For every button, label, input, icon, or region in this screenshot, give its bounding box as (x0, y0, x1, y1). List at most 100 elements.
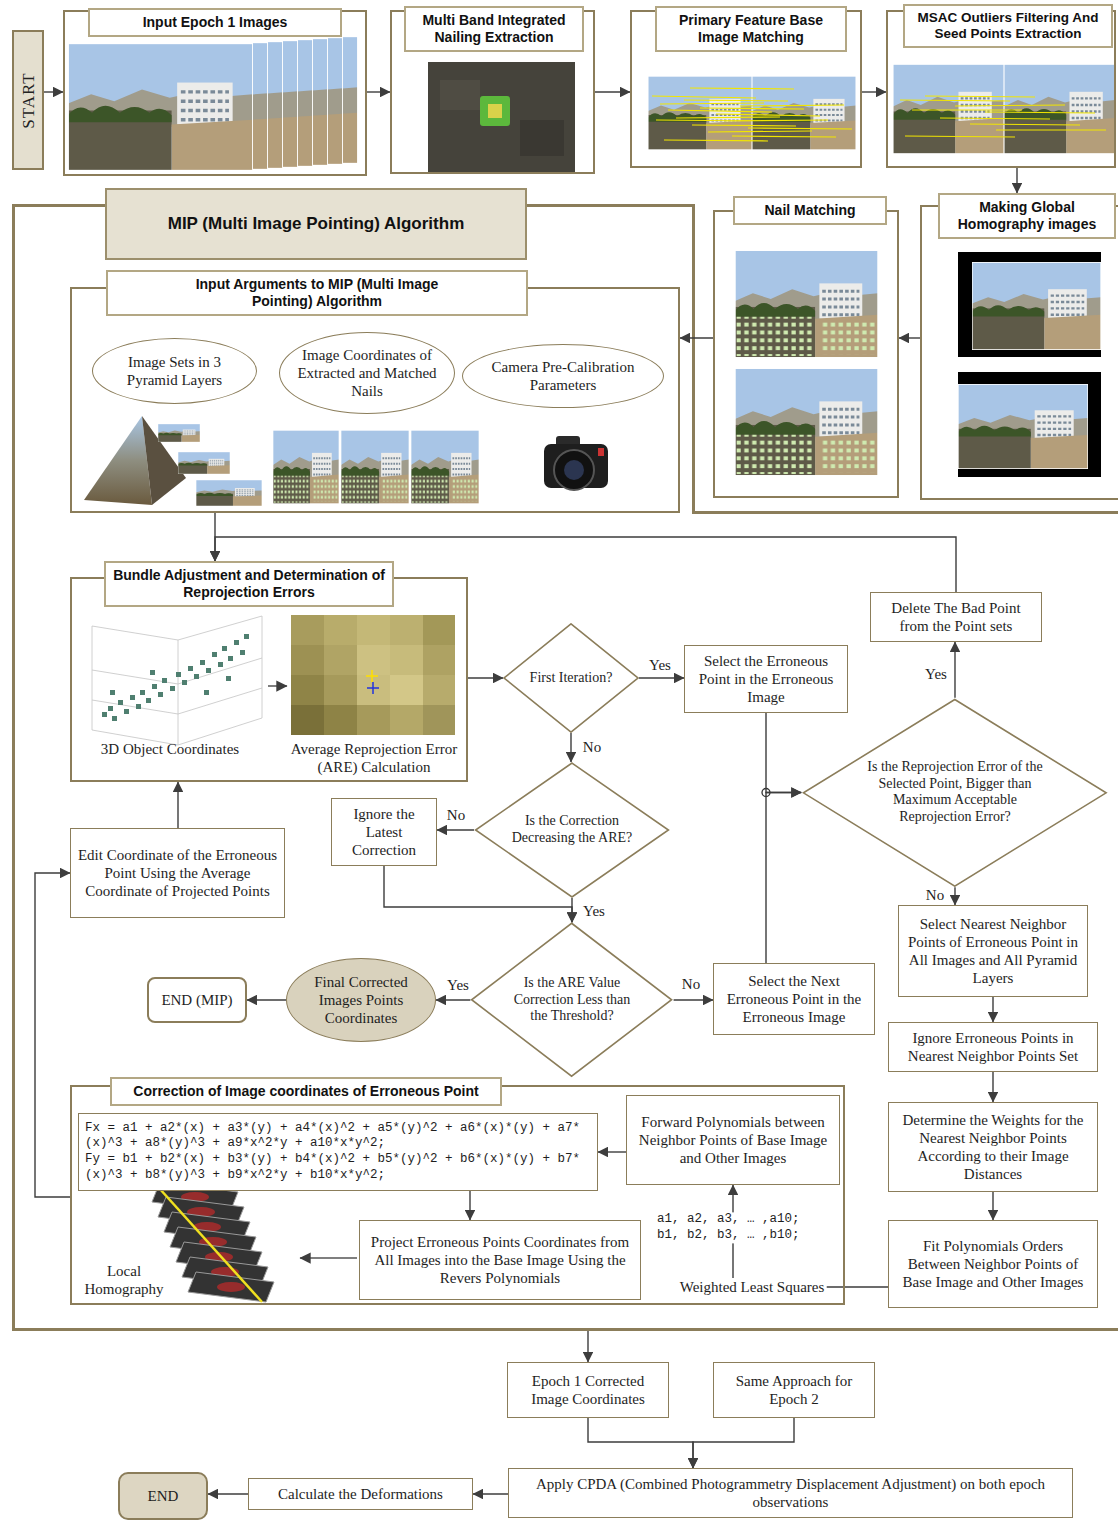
input-ellipse: Image Sets in 3 Pyramid Layers (92, 338, 257, 404)
homography-image (958, 372, 1101, 477)
diamond-outline (476, 763, 669, 897)
node-text: Select the Next Erroneous Point in the E… (720, 972, 868, 1026)
flow-connector (35, 873, 70, 1197)
diamond-body: Is the ARE Value Correction Less than th… (508, 975, 636, 1025)
reprojection-patch (423, 615, 455, 645)
input-panel: Image Sets in 3 Pyramid Layers Image Coor… (70, 287, 680, 513)
node-text: Epoch 1 Corrected Image Coordinates (514, 1372, 662, 1408)
msac-filtered-image (893, 64, 1004, 154)
image-panel: Multi Band Integrated Nailing Extraction (390, 10, 595, 174)
reprojection-patch (324, 705, 357, 735)
process-box: Ignore Erroneous Points in Nearest Neigh… (888, 1022, 1098, 1072)
node-text: Fy = b1 + b2*(x) + b3*(y) + b4*(x)^2 + b… (85, 1152, 591, 1183)
flow-connector (899, 337, 920, 338)
input-ellipse: Camera Pre-Calibration Parameters (462, 344, 664, 408)
node-text: Select Nearest Neighbor Points of Errone… (905, 915, 1081, 987)
reprojection-patch (291, 645, 324, 675)
node-text: START (20, 72, 37, 128)
reprojection-patch (357, 615, 390, 645)
figure-label: Local Homography (80, 1262, 168, 1298)
diamond-outline (472, 923, 672, 1076)
photo-stack (68, 36, 358, 171)
node-text: Ignore Erroneous Points in Nearest Neigh… (895, 1029, 1091, 1065)
diamond-body: Is the Correction Decreasing the ARE? (474, 762, 670, 898)
local-homography-image (150, 1178, 357, 1302)
msac-filtered-image (893, 64, 1115, 154)
node-text: Fx = a1 + a2*(x) + a3*(y) + a4*(x)^2 + a… (85, 1121, 591, 1152)
process-box: Epoch 1 Corrected Image Coordinates (507, 1362, 669, 1418)
msac-filtered-image (1004, 64, 1115, 154)
decision-diamond: Is the Correction Decreasing the ARE? (474, 762, 670, 898)
coefficient-label: a1, a2, a3, … ,a10; b1, b2, b3, … ,b10; (655, 1212, 811, 1243)
pyramid-icon (158, 424, 200, 442)
homography-image (958, 252, 1101, 357)
panel-heading: Bundle Adjustment and Determination of R… (104, 561, 394, 607)
node-text: END (148, 1487, 179, 1505)
flow-connector (693, 1418, 794, 1468)
reprojection-patch (291, 705, 324, 735)
pyramid-icon (84, 416, 262, 506)
nail-extraction-image (488, 104, 502, 118)
diamond-body: Is the ARE Value Correction Less than th… (470, 922, 673, 1078)
reprojection-patch (423, 675, 455, 705)
decision-diamond: Is the Reprojection Error of the Selecte… (801, 698, 1109, 888)
nail-extraction-image (480, 96, 510, 126)
process-box: Select Nearest Neighbor Points of Errone… (898, 905, 1088, 997)
flow-connector (674, 999, 713, 1000)
flow-connector (44, 91, 63, 92)
nail-extraction-image (428, 62, 575, 172)
reprojection-patch (366, 670, 378, 682)
process-box: Same Approach for Epoch 2 (713, 1362, 875, 1418)
camera-icon (544, 436, 608, 490)
image-panel: Input Epoch 1 Images (63, 10, 367, 176)
pyramid-icon (196, 480, 262, 506)
local-homography-image (188, 1272, 274, 1302)
flow-connector (992, 1072, 993, 1102)
reprojection-patch (357, 675, 390, 705)
node-text: Project Erroneous Points Coordinates fro… (366, 1233, 634, 1287)
reprojection-patch (324, 615, 357, 645)
process-box: Delete The Bad Point from the Point sets (870, 592, 1042, 642)
reprojection-patch (324, 645, 357, 675)
flow-connector (992, 1192, 993, 1220)
feature-matching-image (648, 76, 856, 150)
terminal-box: END (118, 1472, 208, 1520)
start-terminal: START (12, 30, 44, 170)
flow-connector (473, 1493, 508, 1494)
edge-label: No (924, 886, 946, 904)
process-box: Determine the Weights for the Nearest Ne… (888, 1102, 1098, 1192)
image-panel: Nail Matching (713, 210, 899, 498)
reprojection-patch (357, 705, 390, 735)
feature-matching-image (752, 76, 856, 150)
image-panel: Primary Feature Base Image Matching (630, 10, 862, 168)
panel-heading: MIP (Multi Image Pointing) Algorithm (105, 188, 527, 260)
reprojection-patch (390, 705, 423, 735)
edge-label: No (581, 738, 603, 756)
reprojection-patch (390, 615, 423, 645)
reprojection-patch (367, 682, 379, 694)
image-caption: Average Reprojection Error (ARE) Calcula… (290, 740, 458, 776)
panel-heading: Correction of Image coordinates of Erron… (110, 1077, 502, 1106)
node-text: Select the Erroneous Point in the Errone… (691, 652, 841, 706)
node-text: Camera Pre-Calibration Parameters (479, 358, 647, 394)
process-box: Calculate the Deformations (248, 1478, 473, 1510)
diamond-body: Is the Reprojection Error of the Selecte… (801, 698, 1109, 888)
photo-stack (68, 43, 253, 171)
node-text: Is the Reprojection Error of the Selecte… (867, 759, 1042, 824)
flow-connector (437, 829, 474, 830)
panel-heading: Nail Matching (733, 196, 887, 225)
flow-connector (639, 677, 684, 678)
point-cloud-plot (268, 685, 287, 687)
nail-extraction-image (520, 120, 564, 156)
node-text: Image Coordinates of Extracted and Match… (296, 346, 438, 400)
point-cloud-plot (102, 634, 249, 721)
nail-matching-image (735, 250, 878, 358)
flow-connector (1016, 168, 1017, 193)
reprojection-patch (357, 645, 390, 675)
pyramid-icon (84, 416, 152, 505)
diamond-body: Is the Correction Decreasing the ARE? (501, 813, 643, 847)
process-box: Select the Erroneous Point in the Errone… (684, 645, 848, 713)
node-text: Image Sets in 3 Pyramid Layers (109, 353, 240, 389)
camera-icon (598, 448, 604, 456)
